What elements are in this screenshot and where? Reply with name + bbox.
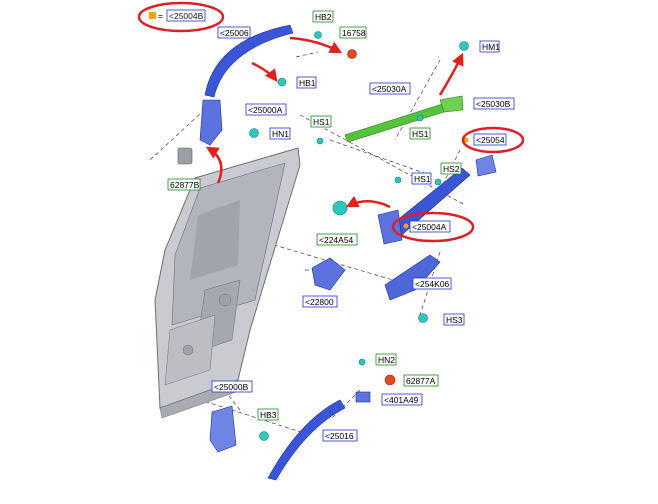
lower-rail-part bbox=[267, 399, 346, 481]
legend-equals: = bbox=[158, 11, 163, 21]
label-25000b: <25000B bbox=[211, 380, 253, 393]
center-bracket-small bbox=[475, 154, 497, 177]
svg-text:HS1: HS1 bbox=[414, 174, 431, 184]
svg-text:HB2: HB2 bbox=[315, 12, 332, 22]
striker-part bbox=[384, 254, 441, 301]
fastener-hs1-a bbox=[316, 137, 324, 145]
svg-text:HB3: HB3 bbox=[260, 410, 277, 420]
label-hs1-b: HS1 bbox=[409, 127, 431, 140]
svg-text:<224A54: <224A54 bbox=[319, 235, 354, 245]
label-25006: <25006 bbox=[217, 26, 251, 39]
door-panel bbox=[154, 147, 301, 419]
center-roller-bracket bbox=[377, 209, 403, 245]
lower-small-bracket bbox=[355, 391, 371, 403]
legend-orange-swatch bbox=[149, 12, 156, 19]
lower-hinge-part bbox=[209, 405, 237, 453]
svg-text:<25006: <25006 bbox=[220, 28, 249, 38]
label-hb1: HB1 bbox=[296, 76, 317, 89]
fastener-hb3 bbox=[259, 431, 269, 441]
label-62877b: 62877B bbox=[167, 178, 201, 191]
svg-text:HS3: HS3 bbox=[446, 315, 463, 325]
label-224a54: <224A54 bbox=[316, 233, 358, 246]
upper-rail-part bbox=[204, 24, 294, 98]
label-25004a: <25004A bbox=[409, 220, 451, 233]
svg-text:<25004A: <25004A bbox=[412, 222, 447, 232]
fastener-hb2 bbox=[314, 31, 322, 39]
installation-arrows bbox=[205, 36, 464, 209]
fastener-25054-marker bbox=[463, 137, 469, 143]
svg-text:<25030B: <25030B bbox=[476, 99, 511, 109]
label-hb2: HB2 bbox=[312, 10, 334, 23]
svg-text:HS2: HS2 bbox=[443, 164, 460, 174]
svg-text:HN1: HN1 bbox=[272, 129, 289, 139]
svg-text:<25030A: <25030A bbox=[372, 84, 407, 94]
label-hs1-c: HS1 bbox=[411, 172, 432, 185]
legend-code-label: <25004B bbox=[166, 9, 206, 22]
svg-text:<25054: <25054 bbox=[476, 135, 505, 145]
label-hs2: HS2 bbox=[440, 162, 462, 175]
svg-text:<254K06: <254K06 bbox=[415, 279, 450, 289]
label-62877a: 62877A bbox=[403, 374, 439, 387]
svg-text:<25000B: <25000B bbox=[214, 382, 249, 392]
label-25030a: <25030A bbox=[369, 82, 411, 95]
highlight-ovals bbox=[137, 1, 525, 243]
svg-text:HS1: HS1 bbox=[412, 129, 429, 139]
fastener-224a54 bbox=[332, 200, 348, 216]
svg-text:<401A49: <401A49 bbox=[384, 395, 419, 405]
fastener-hs2 bbox=[434, 178, 442, 186]
label-25016: <25016 bbox=[322, 429, 358, 442]
fastener-16758 bbox=[347, 49, 357, 59]
fastener-hm1 bbox=[459, 41, 469, 51]
svg-text:62877A: 62877A bbox=[406, 376, 436, 386]
fasteners bbox=[249, 31, 469, 441]
center-rail-end-part bbox=[439, 95, 464, 113]
upper-latch-part bbox=[177, 147, 193, 165]
svg-text:62877B: 62877B bbox=[170, 180, 200, 190]
label-25030b: <25030B bbox=[473, 97, 515, 110]
svg-text:16758: 16758 bbox=[342, 28, 366, 38]
label-401a49: <401A49 bbox=[381, 393, 423, 406]
label-hn2: HN2 bbox=[375, 353, 397, 366]
fastener-hn1 bbox=[249, 128, 259, 138]
svg-text:<22800: <22800 bbox=[305, 297, 334, 307]
fastener-hs3 bbox=[418, 313, 428, 323]
label-25000a: <25000A bbox=[245, 103, 287, 116]
label-hs3: HS3 bbox=[443, 313, 465, 326]
label-22800: <22800 bbox=[302, 295, 338, 308]
label-hm1: HM1 bbox=[479, 40, 500, 53]
label-16758: 16758 bbox=[339, 26, 367, 39]
svg-text:HS1: HS1 bbox=[313, 117, 330, 127]
label-hb3: HB3 bbox=[257, 408, 279, 421]
label-hs1-a: HS1 bbox=[310, 115, 332, 128]
fastener-hs1-c bbox=[394, 176, 402, 184]
svg-text:<25016: <25016 bbox=[325, 431, 354, 441]
svg-text:HN2: HN2 bbox=[378, 355, 395, 365]
upper-hinge-bracket bbox=[199, 99, 223, 146]
svg-text:<25004B: <25004B bbox=[169, 11, 204, 21]
fastener-hs1-b bbox=[416, 114, 424, 122]
label-hn1: HN1 bbox=[269, 127, 291, 140]
fastener-25004a-marker bbox=[403, 223, 409, 229]
label-25054: <25054 bbox=[473, 133, 507, 146]
svg-text:<25000A: <25000A bbox=[248, 105, 283, 115]
handle-bracket-part bbox=[311, 257, 346, 291]
fastener-62877a bbox=[384, 374, 396, 386]
label-254k06: <254K06 bbox=[412, 277, 452, 290]
svg-text:HM1: HM1 bbox=[482, 42, 500, 52]
svg-text:HB1: HB1 bbox=[299, 78, 316, 88]
fastener-hn2 bbox=[358, 358, 366, 366]
fastener-hb1 bbox=[277, 77, 287, 87]
